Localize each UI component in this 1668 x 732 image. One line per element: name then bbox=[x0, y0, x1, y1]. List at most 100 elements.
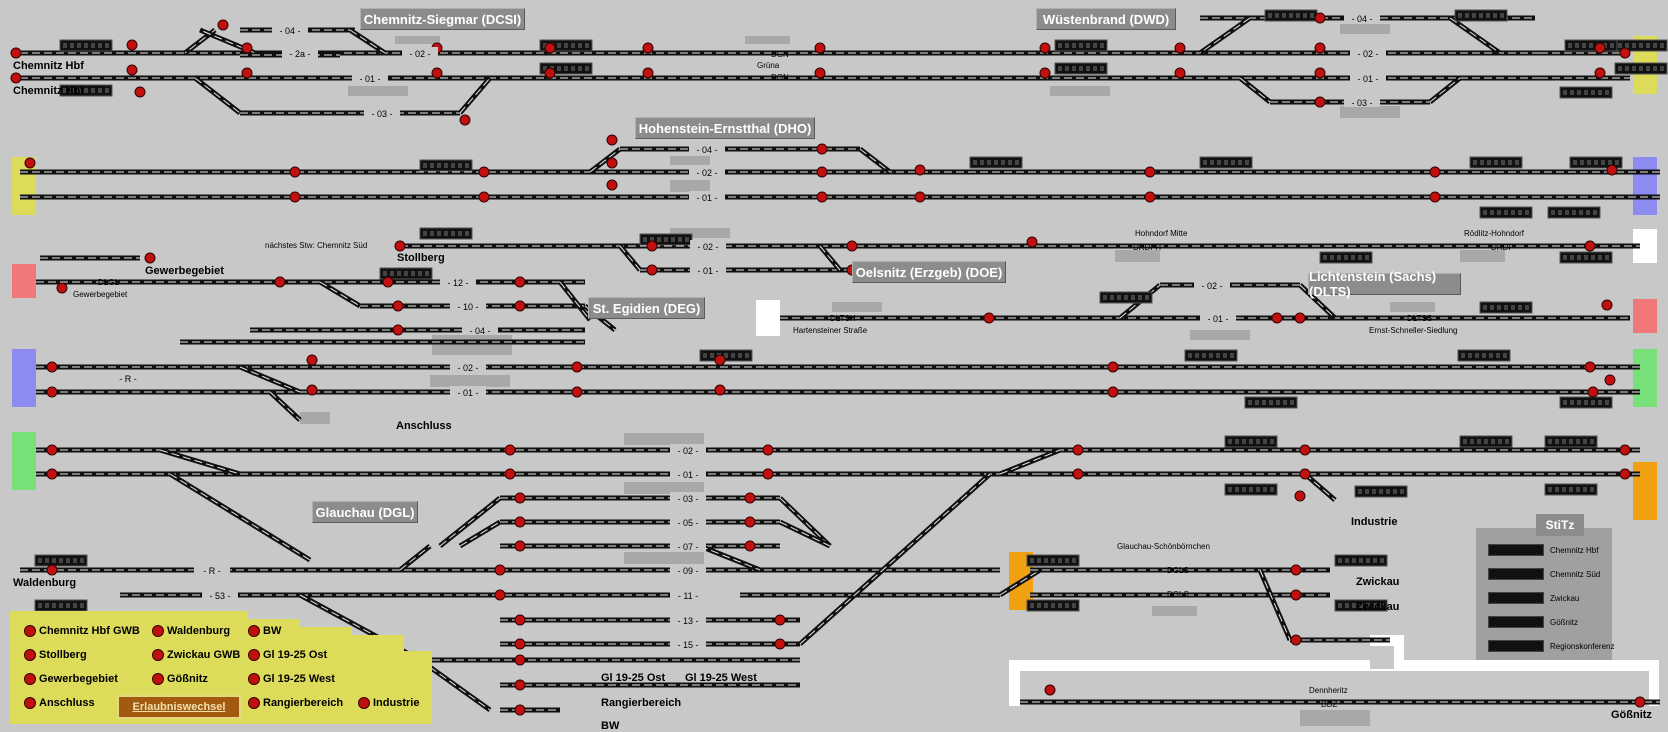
legend-item-stollberg[interactable]: Stollberg bbox=[24, 649, 87, 661]
legend-label: Industrie bbox=[373, 697, 420, 709]
panel-lamp bbox=[1001, 160, 1005, 165]
signal-icon bbox=[816, 166, 828, 178]
label-dennheritz: Dennheritz bbox=[1309, 686, 1348, 695]
track-number-bg bbox=[202, 589, 238, 600]
station-dlts[interactable]: Lichtenstein (Sachs) (DLTS) bbox=[1308, 269, 1461, 299]
legend-item-industrie[interactable]: Industrie bbox=[358, 697, 419, 709]
stitz-row[interactable]: Regionskonferenz bbox=[1488, 640, 1614, 652]
panel-lamp bbox=[1131, 295, 1135, 300]
signal-icon bbox=[10, 72, 22, 84]
legend-item-rangierbereich[interactable]: Rangierbereich bbox=[248, 697, 343, 709]
legend-label: Stollberg bbox=[39, 649, 87, 661]
signal-icon bbox=[514, 276, 526, 288]
signal-icon bbox=[478, 191, 490, 203]
panel-lamp bbox=[1555, 487, 1559, 492]
stitz-row[interactable]: Chemnitz Hbf bbox=[1488, 544, 1598, 556]
legend-item-gewerbegebiet[interactable]: Gewerbegebiet bbox=[24, 673, 118, 685]
side-marker-left-green bbox=[12, 432, 36, 490]
panel-lamp bbox=[1037, 558, 1041, 563]
panel-lamp bbox=[1653, 66, 1657, 71]
stitz-row[interactable]: Gößnitz bbox=[1488, 616, 1578, 628]
panel-lamp bbox=[1352, 603, 1356, 608]
signal-dot-icon bbox=[24, 697, 36, 709]
track-number: - 01 - bbox=[457, 388, 478, 398]
signal-icon bbox=[494, 589, 506, 601]
track-number-bg bbox=[689, 166, 725, 177]
legend-item-bw[interactable]: BW bbox=[248, 625, 281, 637]
legend-label: BW bbox=[263, 625, 282, 637]
panel-lamp bbox=[73, 603, 77, 608]
legend-item-waldenburg[interactable]: Waldenburg bbox=[152, 625, 230, 637]
panel-lamp bbox=[1501, 160, 1505, 165]
stitz-panel: StiTz Chemnitz Hbf Chemnitz Süd Zwickau … bbox=[1476, 514, 1614, 660]
signal-icon bbox=[606, 134, 618, 146]
station-deg[interactable]: St. Egidien (DEG) bbox=[588, 297, 705, 319]
panel-lamp bbox=[1310, 13, 1314, 18]
panel-lamp bbox=[1576, 487, 1580, 492]
panel-lamp bbox=[1562, 487, 1566, 492]
route-indicator-panel bbox=[1054, 39, 1108, 52]
station-dwd[interactable]: Wüstenbrand (DWD) bbox=[1036, 8, 1176, 30]
signal-icon bbox=[46, 444, 58, 456]
panel-lamp bbox=[1338, 558, 1342, 563]
signal-icon bbox=[606, 179, 618, 191]
legend-item-chemnitz-hbf-gwb[interactable]: Chemnitz Hbf GWB bbox=[24, 625, 140, 637]
panel-lamp bbox=[1591, 90, 1595, 95]
legend-item-gl-ost[interactable]: Gl 19-25 Ost bbox=[248, 649, 327, 661]
signal-icon bbox=[744, 540, 756, 552]
panel-lamp bbox=[1598, 400, 1602, 405]
panel-lamp bbox=[1494, 160, 1498, 165]
station-doe[interactable]: Oelsnitz (Erzgeb) (DOE) bbox=[852, 261, 1006, 283]
station-dcsi[interactable]: Chemnitz-Siegmar (DCSI) bbox=[360, 8, 525, 30]
panel-lamp bbox=[1065, 558, 1069, 563]
signal-icon bbox=[394, 240, 406, 252]
panel-lamp bbox=[1525, 210, 1529, 215]
panel-lamp bbox=[1065, 603, 1069, 608]
track-occupancy-line bbox=[269, 391, 301, 421]
signal-icon bbox=[1144, 166, 1156, 178]
panel-lamp bbox=[423, 163, 427, 168]
occupancy-block bbox=[1115, 250, 1160, 262]
panel-lamp bbox=[1086, 66, 1090, 71]
route-indicator-panel bbox=[1199, 156, 1253, 169]
stitz-row[interactable]: Chemnitz Süd bbox=[1488, 568, 1600, 580]
signal-icon bbox=[1606, 164, 1618, 176]
track-number: - 01 - bbox=[1357, 74, 1378, 84]
panel-lamp bbox=[1483, 305, 1487, 310]
legend-item-zwickau-gwb[interactable]: Zwickau GWB bbox=[152, 649, 240, 661]
panel-lamp bbox=[1195, 353, 1199, 358]
legend-item-goessnitz[interactable]: Gößnitz bbox=[152, 673, 208, 685]
route-indicator-panel bbox=[1547, 206, 1601, 219]
panel-lamp bbox=[1458, 13, 1462, 18]
track-number: - R - bbox=[203, 566, 221, 576]
panel-lamp bbox=[1282, 13, 1286, 18]
occupancy-block bbox=[624, 482, 704, 494]
panel-lamp bbox=[1345, 558, 1349, 563]
label-dgn-2: DGN bbox=[771, 73, 789, 82]
signal-icon bbox=[1290, 634, 1302, 646]
legend-item-gl-west[interactable]: Gl 19-25 West bbox=[248, 673, 335, 685]
stitz-row[interactable]: Zwickau bbox=[1488, 592, 1579, 604]
panel-lamp bbox=[1210, 160, 1214, 165]
panel-lamp bbox=[1217, 160, 1221, 165]
track-number-bg bbox=[282, 47, 318, 58]
signal-icon bbox=[1174, 42, 1186, 54]
label-dltss: DLTSS bbox=[1407, 314, 1433, 323]
station-dgl[interactable]: Glauchau (DGL) bbox=[312, 501, 418, 523]
panel-lamp bbox=[1344, 255, 1348, 260]
route-indicator-panel bbox=[34, 554, 88, 567]
signal-icon bbox=[514, 540, 526, 552]
panel-lamp bbox=[1072, 558, 1076, 563]
signal-icon bbox=[46, 564, 58, 576]
panel-lamp bbox=[1351, 255, 1355, 260]
station-dho[interactable]: Hohenstein-Ernstthal (DHO) bbox=[635, 117, 815, 139]
panel-lamp bbox=[66, 558, 70, 563]
track-occupancy-line bbox=[1304, 473, 1336, 501]
erlaubniswechsel-button[interactable]: Erlaubniswechsel bbox=[117, 695, 241, 719]
legend-item-anschluss[interactable]: Anschluss bbox=[24, 697, 95, 709]
signal-icon bbox=[126, 64, 138, 76]
occupancy-block bbox=[1460, 250, 1505, 262]
signal-icon bbox=[126, 39, 138, 51]
panel-lamp bbox=[1203, 160, 1207, 165]
route-indicator-panel bbox=[1544, 435, 1598, 448]
